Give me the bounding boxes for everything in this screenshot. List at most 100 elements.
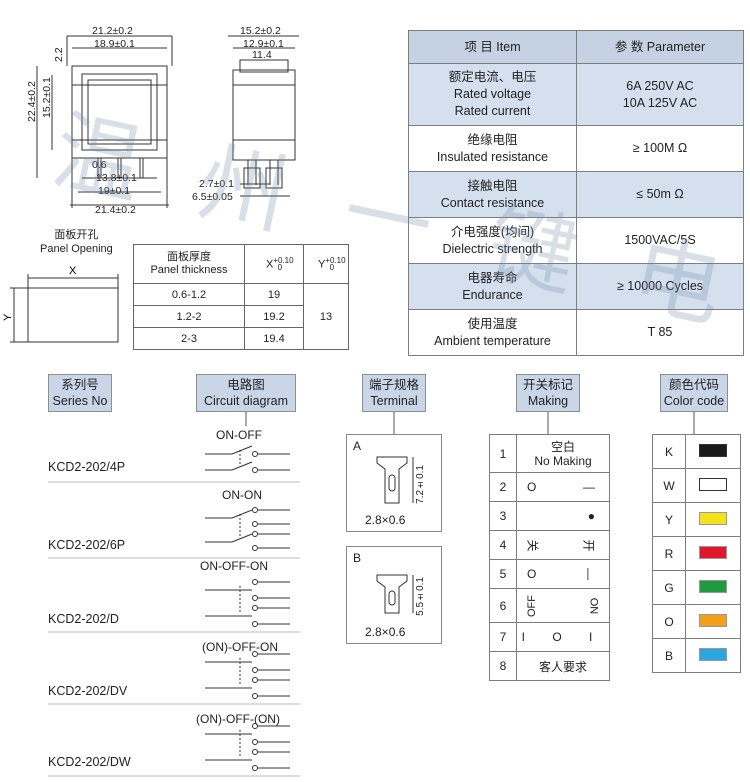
panel-thickness-table: 面板厚度 Panel thickness X+0.100 Y+0.100 0.6… [133,244,349,350]
circuit-type: ON-ON [222,488,262,502]
marking-no: 6 [489,588,517,623]
header-series-cn: 系列号 [61,378,99,392]
spec-row-label: 介电强度(均间) Dielectric strength [408,217,577,264]
panel-opening-figure: X Y [2,265,119,343]
panel-x-label: X [69,265,77,277]
panel-opening-en: Panel Opening [40,243,113,255]
spec-row-label: 电器寿命 Endurance [408,263,577,310]
panel-col-x: X+0.100 [244,244,304,284]
dim-width-outer: 21.2±0.2 [92,25,133,37]
series-model: KCD2-202/4P [48,460,126,474]
color-swatch [699,579,727,593]
series-model: KCD2-202/6P [48,538,126,552]
marking-symbol: — [582,568,596,580]
panel-y-value: 13 [303,283,349,350]
marking-text: No Making [534,453,592,468]
header-circuit: 电路图 Circuit diagram [196,374,296,412]
header-circuit-cn: 电路图 [227,378,265,392]
spec-row-value: ≥ 10000 Cycles [576,263,744,310]
marking-symbol: ● [587,509,595,523]
marking-cell: ● [516,501,610,531]
marking-symbol: OFF [526,594,538,617]
spec-label-en: Contact resistance [440,195,545,210]
color-swatch [699,545,727,559]
panel-row-t: 2-3 [133,327,245,350]
circuit-type: ON-OFF-ON [200,559,268,573]
spec-row-label: 使用温度 Ambient temperature [408,309,577,356]
spec-value-2: 10A 125V AC [622,95,698,110]
marking-symbol: O [527,480,537,494]
spec-value: 6A 250V AC [626,78,694,93]
color-swatch [699,443,727,457]
color-swatch [699,647,727,661]
spec-header-item: 项 目 Item [408,30,577,64]
marking-cell: 客人要求 [516,651,610,681]
col-y-tol0: 0 [329,263,335,273]
dim-width-inner: 18.9±0.1 [94,38,135,50]
color-swatch-cell [685,434,741,469]
panel-row-t: 0.6-1.2 [133,283,245,306]
marking-cell: O— [516,559,610,589]
color-swatch-cell [685,604,741,639]
color-code: K [652,434,686,469]
spec-table: 项 目 Item 参 数 Parameter 额定电流、电压 Rated vol… [408,30,744,356]
terminal-size: 2.8×0.6 [365,513,406,527]
spec-label-en: Endurance [462,287,523,302]
marking-symbol: 关 [525,538,540,552]
panel-col-y: Y+0.100 [303,244,349,284]
color-swatch [699,477,727,491]
marking-cell: 关开 [516,530,610,560]
spec-label-cn: 绝缘电阻 [467,132,518,147]
marking-cell: I O I [516,622,610,652]
panel-head-cn: 面板厚度 [167,251,211,263]
header-marking-en: Making [527,394,569,408]
color-swatch-cell [685,502,741,537]
color-code: W [652,468,686,503]
spec-label-en: Rated voltage [453,87,532,101]
header-connectors [245,412,695,434]
header-color-cn: 颜色代码 [668,378,719,392]
header-color: 颜色代码 Color code [660,374,728,412]
dim-lip: 2.2 [53,47,65,62]
marking-cell: O— [516,472,610,502]
panel-row-x: 19.4 [244,327,304,350]
color-swatch-cell [685,536,741,571]
color-code: O [652,604,686,639]
header-color-en: Color code [663,394,725,408]
color-code: G [652,570,686,605]
color-code: R [652,536,686,571]
dim-side-span: 6.5±0.05 [192,191,233,203]
circuit-type: ON-OFF [216,428,262,442]
dim-terminal-thk: 0.6 [92,159,107,171]
terminal-label: A [353,439,362,453]
marking-symbol: ON [586,597,599,614]
spec-label-en: Insulated resistance [436,149,549,164]
col-x-tol0: 0 [277,263,283,273]
dim-side-inner: 12.9±0.1 [243,38,284,50]
color-swatch [699,511,727,525]
panel-opening-title: 面板开孔 Panel Opening [40,228,113,256]
spec-row-value: 1500VAC/5S [576,217,744,264]
series-model: KCD2-202/D [48,612,119,626]
color-swatch-cell [685,468,741,503]
color-code: Y [652,502,686,537]
header-terminal-en: Terminal [370,394,418,408]
marking-symbol: — [583,480,595,494]
terminal-height: 5.5±0.1 [415,577,426,616]
panel-row-x: 19.2 [244,305,304,328]
panel-y-label: Y [2,313,14,321]
header-series-en: Series No [52,394,108,408]
color-swatch-cell [685,638,741,673]
spec-label-en2: Rated current [454,104,531,118]
dim-bottom-outer: 21.4±0.2 [95,204,136,216]
spec-label-cn: 电器寿命 [467,270,518,285]
spec-row-value: ≤ 50m Ω [576,171,744,218]
circuit-diagrams [48,445,300,777]
color-swatch [699,613,727,627]
dim-side-outer: 15.2±0.2 [240,25,281,37]
marking-no: 8 [489,651,517,681]
spec-row-label: 额定电流、电压 Rated voltage Rated current [408,63,577,126]
series-model: KCD2-202/DV [48,684,128,698]
